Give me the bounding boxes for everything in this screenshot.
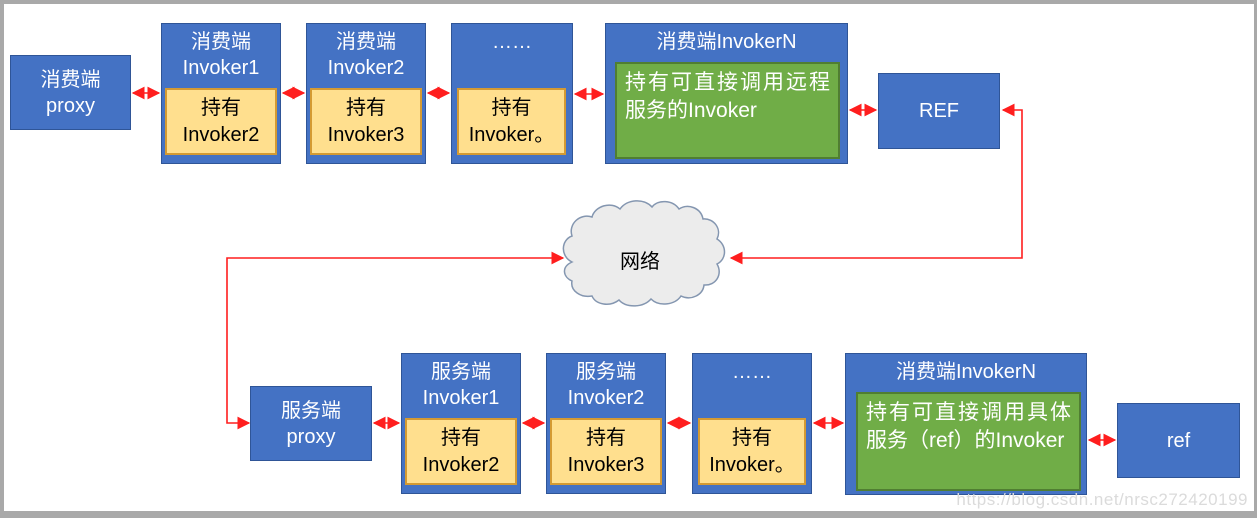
watermark-url: https://blog.csdn.net/nrsc272420199 <box>956 490 1248 509</box>
consumer-invoker1-holds-box: 持有 Invoker2 <box>165 88 277 155</box>
consumer-invoker2-title: 消费端 Invoker2 <box>327 31 405 79</box>
consumer-proxy-label: 消费端 proxy <box>40 68 101 117</box>
provider-invoker1-holds-label: 持有 Invoker2 <box>422 426 500 476</box>
consumer-invokerN-box: 消费端InvokerN 持有可直接调用远程服务的Invoker <box>605 23 848 164</box>
consumer-invoker2-holds-label: 持有 Invoker3 <box>327 96 405 146</box>
provider-ref-box: ref <box>1117 403 1240 478</box>
consumer-proxy-box: 消费端 proxy <box>10 55 131 130</box>
provider-invoker1-title: 服务端 Invoker1 <box>422 361 500 409</box>
provider-invoker2-holds-label: 持有 Invoker3 <box>567 426 645 476</box>
consumer-ref-label: REF <box>919 100 959 122</box>
provider-invoker1-box: 服务端 Invoker1 持有 Invoker2 <box>401 353 521 494</box>
consumer-ellipsis-holds-label: 持有 Invoker。 <box>468 96 555 146</box>
network-cloud-label: 网络 <box>620 251 660 273</box>
consumer-ellipsis-box: …… 持有 Invoker。 <box>451 23 573 164</box>
consumer-invoker2-holds-box: 持有 Invoker3 <box>310 88 422 155</box>
consumer-invokerN-title: 消费端InvokerN <box>656 31 797 53</box>
consumer-invoker1-title: 消费端 Invoker1 <box>182 31 260 79</box>
provider-invoker1-holds-box: 持有 Invoker2 <box>405 418 517 485</box>
provider-invokerN-box: 消费端InvokerN 持有可直接调用具体服务（ref）的Invoker <box>845 353 1087 495</box>
provider-invoker2-box: 服务端 Invoker2 持有 Invoker3 <box>546 353 666 494</box>
consumer-invoker1-holds-label: 持有 Invoker2 <box>182 96 260 146</box>
consumer-invoker2-box: 消费端 Invoker2 持有 Invoker3 <box>306 23 426 164</box>
consumer-invoker1-box: 消费端 Invoker1 持有 Invoker2 <box>161 23 281 164</box>
provider-ellipsis-holds-label: 持有 Invoker。 <box>709 426 795 476</box>
provider-invoker2-title: 服务端 Invoker2 <box>567 361 645 409</box>
consumer-invokerN-holds-label: 持有可直接调用远程服务的Invoker <box>625 71 830 122</box>
provider-proxy-label: 服务端 proxy <box>281 399 341 448</box>
consumer-ellipsis-title: …… <box>492 31 532 53</box>
provider-ref-label: ref <box>1166 429 1191 452</box>
provider-invokerN-holds-box: 持有可直接调用具体服务（ref）的Invoker <box>856 392 1081 491</box>
provider-ellipsis-box: …… 持有 Invoker。 <box>692 353 812 494</box>
provider-invokerN-title: 消费端InvokerN <box>895 361 1037 383</box>
provider-ellipsis-title: …… <box>732 361 772 383</box>
consumer-ellipsis-holds-box: 持有 Invoker。 <box>457 88 566 155</box>
consumer-ref-box: REF <box>878 73 1000 149</box>
provider-ellipsis-holds-box: 持有 Invoker。 <box>698 418 806 485</box>
provider-invoker2-holds-box: 持有 Invoker3 <box>550 418 662 485</box>
provider-proxy-box: 服务端 proxy <box>250 386 372 461</box>
provider-invokerN-holds-label: 持有可直接调用具体服务（ref）的Invoker <box>866 401 1071 452</box>
consumer-invokerN-holds-box: 持有可直接调用远程服务的Invoker <box>615 62 840 159</box>
